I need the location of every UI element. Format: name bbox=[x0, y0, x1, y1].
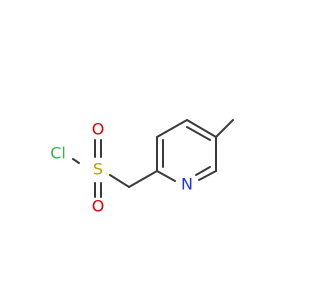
bond-c5-methyl bbox=[215, 119, 234, 138]
structure-diagram: Cl S O O N bbox=[50, 119, 234, 216]
bond-c4-c5 bbox=[186, 119, 217, 138]
atom-s-label: S bbox=[93, 160, 103, 179]
bond-n-c2 bbox=[156, 170, 176, 182]
bond-s-ch2 bbox=[109, 174, 130, 188]
bond-c3-c4 bbox=[156, 119, 188, 138]
molecule-canvas: Cl S O O N bbox=[50, 119, 234, 216]
atom-cl-label: Cl bbox=[50, 144, 66, 163]
atom-o-bottom-label: O bbox=[92, 197, 105, 216]
bond-ch2-c2 bbox=[128, 170, 158, 188]
atom-o-top-label: O bbox=[92, 120, 105, 139]
bond-c4-c5-inner bbox=[186, 126, 211, 141]
atom-n-label: N bbox=[181, 175, 193, 194]
bond-c6-n-b bbox=[195, 166, 211, 176]
bond-c6-n-a bbox=[198, 170, 217, 181]
bond-s-cl bbox=[72, 158, 80, 164]
